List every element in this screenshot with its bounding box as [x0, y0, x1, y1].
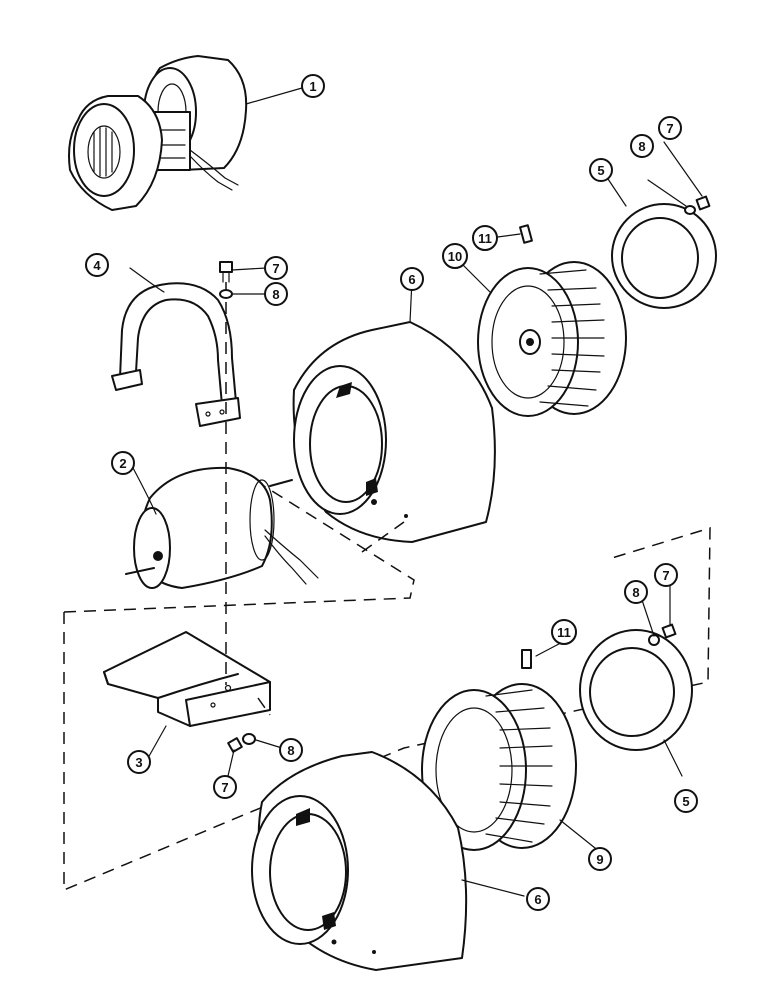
washer-bottom: [242, 733, 256, 745]
callout-8-mid-right: 8: [624, 580, 648, 604]
washer-ring-upper: [684, 205, 696, 215]
leader-lines: [129, 87, 703, 897]
callout-8-top-right: 8: [630, 134, 654, 158]
callout-5-bottom: 5: [674, 789, 698, 813]
callout-8-bracket: 8: [264, 282, 288, 306]
blower-housing-lower: [251, 751, 468, 971]
impeller-upper: [477, 261, 627, 417]
callout-7-bottom: 7: [213, 775, 237, 799]
svg-text:3: 3: [135, 755, 142, 770]
callout-1: 1: [301, 74, 325, 98]
inlet-ring-upper: [611, 203, 717, 309]
svg-text:6: 6: [408, 272, 415, 287]
callout-2: 2: [111, 451, 135, 475]
svg-text:7: 7: [662, 568, 669, 583]
svg-text:10: 10: [448, 249, 462, 264]
svg-text:5: 5: [597, 163, 604, 178]
callout-6-bottom: 6: [526, 887, 550, 911]
svg-text:7: 7: [221, 780, 228, 795]
callout-7-bracket: 7: [264, 256, 288, 280]
motor-strap: [111, 282, 241, 427]
callout-8-bottom: 8: [279, 738, 303, 762]
screw-ring-upper: [695, 195, 711, 211]
svg-text:7: 7: [272, 261, 279, 276]
callout-7-mid-right: 7: [654, 563, 678, 587]
svg-text:7: 7: [666, 121, 673, 136]
svg-text:9: 9: [596, 852, 603, 867]
callout-11-top: 11: [472, 225, 498, 251]
svg-text:8: 8: [638, 139, 645, 154]
cap-screw-top: [219, 261, 233, 283]
callout-10: 10: [442, 243, 468, 269]
callout-5-top: 5: [589, 158, 613, 182]
cap-screw-bottom: [227, 737, 243, 753]
blower-assembly: [68, 55, 248, 211]
set-screw-upper: [519, 224, 533, 244]
assembly-line-bracket: [257, 697, 271, 716]
svg-text:2: 2: [119, 456, 126, 471]
svg-text:6: 6: [534, 892, 541, 907]
svg-text:8: 8: [287, 743, 294, 758]
svg-text:1: 1: [309, 79, 316, 94]
svg-text:11: 11: [478, 231, 492, 246]
callout-9: 9: [588, 847, 612, 871]
callout-4: 4: [85, 253, 109, 277]
motor-bracket: [103, 631, 271, 727]
svg-text:8: 8: [632, 585, 639, 600]
svg-text:8: 8: [272, 287, 279, 302]
callout-6-top: 6: [400, 267, 424, 291]
callout-11-bottom: 11: [551, 619, 577, 645]
callout-3: 3: [127, 750, 151, 774]
callout-7-top-right: 7: [658, 116, 682, 140]
set-screw-lower: [521, 649, 532, 669]
washer-top: [219, 289, 233, 299]
inlet-ring-lower: [579, 629, 693, 751]
assembly-line-housing: [361, 521, 405, 553]
blower-motor: [125, 466, 319, 589]
svg-text:11: 11: [557, 625, 571, 640]
svg-text:5: 5: [682, 794, 689, 809]
screw-ring-lower: [661, 623, 677, 639]
blower-housing-upper: [292, 321, 496, 543]
svg-text:4: 4: [93, 258, 101, 273]
